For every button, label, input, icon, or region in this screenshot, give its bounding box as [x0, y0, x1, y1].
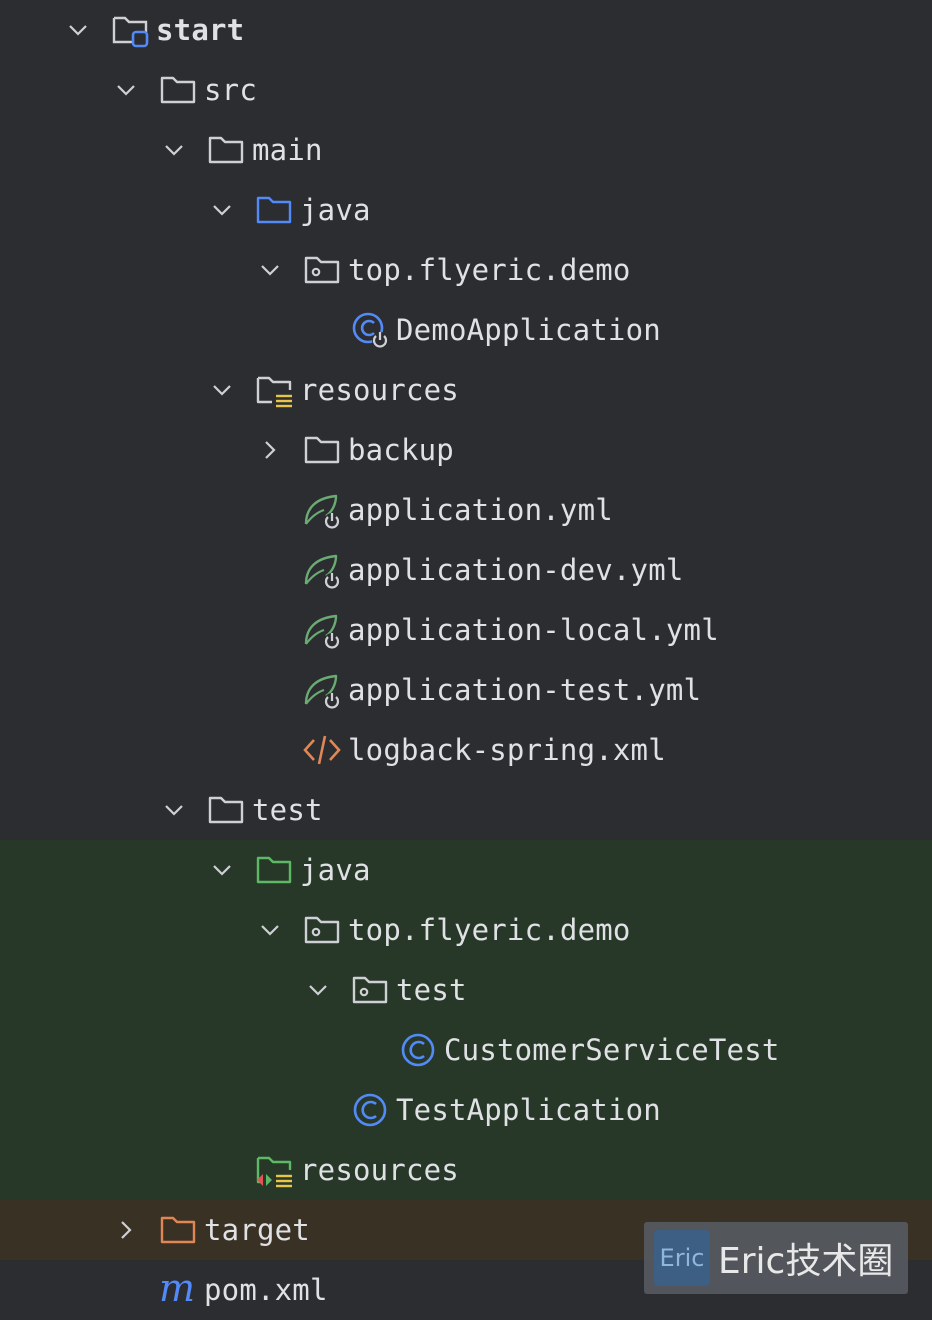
- tree-item-application-local-yml[interactable]: application-local.yml: [0, 600, 932, 660]
- maven-icon: m: [158, 1270, 198, 1310]
- chevron-down-icon[interactable]: [162, 798, 186, 822]
- tree-item-label: resources: [300, 373, 459, 407]
- tree-item-label: application-test.yml: [348, 673, 702, 707]
- tree-item-label: pom.xml: [204, 1273, 328, 1307]
- tree-item-label: java: [300, 853, 371, 887]
- tree-item-label: java: [300, 193, 371, 227]
- chevron-down-icon[interactable]: [306, 978, 330, 1002]
- tree-item-test[interactable]: test: [0, 780, 932, 840]
- watermark-text: Eric技术圈: [718, 1241, 894, 1282]
- tree-item-test-subpackage[interactable]: test: [0, 960, 932, 1020]
- watermark-badge: Eric: [654, 1230, 710, 1286]
- chevron-down-icon[interactable]: [210, 198, 234, 222]
- tree-item-src[interactable]: src: [0, 60, 932, 120]
- tree-item-label: test: [396, 973, 467, 1007]
- chevron-down-icon[interactable]: [66, 18, 90, 42]
- tree-item-label: main: [252, 133, 323, 167]
- source-root-folder-icon: [254, 190, 294, 230]
- tree-item-package[interactable]: top.flyeric.demo: [0, 240, 932, 300]
- tree-item-label: top.flyeric.demo: [348, 253, 631, 287]
- svg-text:m: m: [159, 1270, 195, 1310]
- chevron-down-icon[interactable]: [258, 258, 282, 282]
- tree-item-label: resources: [300, 1153, 459, 1187]
- spring-config-icon: [302, 670, 342, 710]
- spring-config-icon: [302, 610, 342, 650]
- tree-item-resources[interactable]: resources: [0, 360, 932, 420]
- tree-item-application-yml[interactable]: application.yml: [0, 480, 932, 540]
- tree-item-application-dev-yml[interactable]: application-dev.yml: [0, 540, 932, 600]
- tree-item-java[interactable]: java: [0, 180, 932, 240]
- watermark: Eric Eric技术圈: [644, 1222, 908, 1294]
- tree-item-test-package[interactable]: top.flyeric.demo: [0, 900, 932, 960]
- tree-item-pom-xml[interactable]: m pom.xml: [0, 1260, 932, 1320]
- folder-icon: [158, 70, 198, 110]
- package-icon: [350, 970, 390, 1010]
- tree-item-label: target: [204, 1213, 310, 1247]
- tree-item-label: CustomerServiceTest: [444, 1033, 780, 1067]
- chevron-down-icon[interactable]: [210, 858, 234, 882]
- class-icon: [350, 1090, 390, 1130]
- chevron-down-icon[interactable]: [210, 378, 234, 402]
- test-resources-root-folder-icon: [254, 1150, 294, 1190]
- tree-item-logback-xml[interactable]: logback-spring.xml: [0, 720, 932, 780]
- test-source-root-folder-icon: [254, 850, 294, 890]
- spring-config-icon: [302, 550, 342, 590]
- tree-item-backup[interactable]: backup: [0, 420, 932, 480]
- tree-item-application-test-yml[interactable]: application-test.yml: [0, 660, 932, 720]
- tree-item-test-java[interactable]: java: [0, 840, 932, 900]
- resources-root-folder-icon: [254, 370, 294, 410]
- package-icon: [302, 910, 342, 950]
- excluded-folder-icon: [158, 1210, 198, 1250]
- tree-item-test-application[interactable]: TestApplication: [0, 1080, 932, 1140]
- spring-config-icon: [302, 490, 342, 530]
- tree-item-label: logback-spring.xml: [348, 733, 666, 767]
- tree-item-label: backup: [348, 433, 454, 467]
- package-icon: [302, 250, 342, 290]
- tree-item-start[interactable]: start: [0, 0, 932, 60]
- chevron-down-icon[interactable]: [162, 138, 186, 162]
- tree-item-label: TestApplication: [396, 1093, 661, 1127]
- folder-icon: [206, 790, 246, 830]
- chevron-down-icon[interactable]: [114, 78, 138, 102]
- tree-item-demo-application[interactable]: DemoApplication: [0, 300, 932, 360]
- chevron-down-icon[interactable]: [258, 918, 282, 942]
- folder-icon: [302, 430, 342, 470]
- tree-item-customer-service-test[interactable]: CustomerServiceTest: [0, 1020, 932, 1080]
- tree-item-label: application-local.yml: [348, 613, 719, 647]
- tree-item-test-resources[interactable]: resources: [0, 1140, 932, 1200]
- tree-item-label: application-dev.yml: [348, 553, 684, 587]
- module-folder-icon: [110, 10, 150, 50]
- tree-item-label: src: [204, 73, 257, 107]
- chevron-right-icon[interactable]: [114, 1218, 138, 1242]
- tree-item-label: start: [156, 13, 245, 47]
- class-icon: [398, 1030, 438, 1070]
- tree-item-label: application.yml: [348, 493, 613, 527]
- spring-boot-class-icon: [350, 310, 390, 350]
- xml-file-icon: [302, 730, 342, 770]
- folder-icon: [206, 130, 246, 170]
- tree-item-label: top.flyeric.demo: [348, 913, 631, 947]
- tree-item-label: test: [252, 793, 323, 827]
- chevron-right-icon[interactable]: [258, 438, 282, 462]
- tree-item-main[interactable]: main: [0, 120, 932, 180]
- tree-item-label: DemoApplication: [396, 313, 661, 347]
